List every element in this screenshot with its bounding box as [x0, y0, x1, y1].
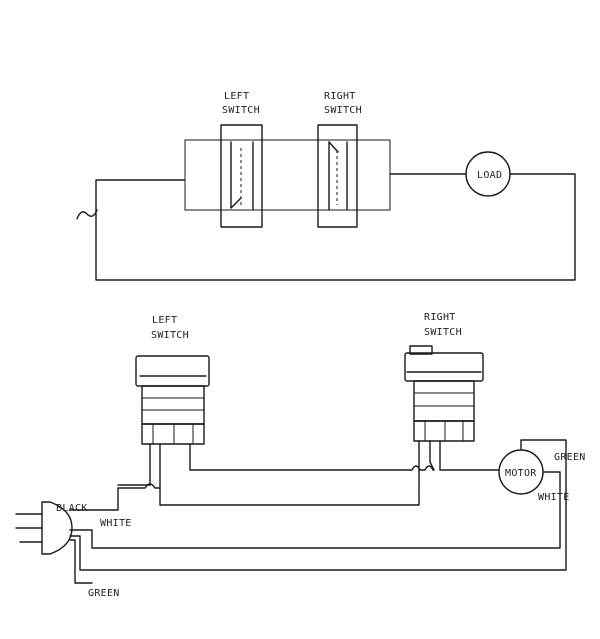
schematic-circuit-wire [95, 173, 576, 281]
green-wire-label-motor: GREEN [554, 452, 586, 463]
wiring-right-switch-label-line2: SWITCH [424, 327, 462, 338]
switch-housing [184, 139, 391, 211]
green-wire-plug [69, 539, 93, 584]
schematic-right-switch-label-line1: RIGHT [324, 91, 356, 102]
traveler-wire-1 [189, 465, 435, 471]
wiring-left-switch [135, 355, 210, 486]
green-wire-label-plug: GREEN [88, 588, 120, 599]
ac-source-icon [76, 209, 98, 220]
white-wire-label-motor: WHITE [538, 492, 570, 503]
schematic-right-switch-label-line2: SWITCH [324, 105, 362, 116]
schematic-diagram: LEFT SWITCH RIGHT SWITCH LOAD [76, 91, 576, 281]
wiring-left-switch-label-line2: SWITCH [151, 330, 189, 341]
black-wire-label: BLACK [56, 503, 88, 514]
wiring-right-switch [404, 345, 484, 496]
plug-icon [15, 501, 73, 555]
wiring-left-switch-label-line1: LEFT [152, 315, 177, 326]
schematic-right-switch [317, 124, 358, 228]
motor-label: MOTOR [505, 468, 537, 479]
white-wire-label-plug: WHITE [100, 518, 132, 529]
wiring-diagram-lower: LEFT SWITCH RIGHT SWITCH [15, 312, 586, 599]
load-label: LOAD [477, 170, 502, 181]
green-wire-motor [69, 439, 567, 571]
load-symbol [465, 151, 511, 197]
schematic-left-switch-label-line1: LEFT [224, 91, 249, 102]
white-wire [69, 471, 561, 549]
schematic-left-switch-label-line2: SWITCH [222, 105, 260, 116]
schematic-left-switch [220, 124, 263, 228]
traveler-wire-2 [159, 484, 420, 506]
wiring-right-switch-label-line1: RIGHT [424, 312, 456, 323]
black-wire [69, 483, 161, 511]
